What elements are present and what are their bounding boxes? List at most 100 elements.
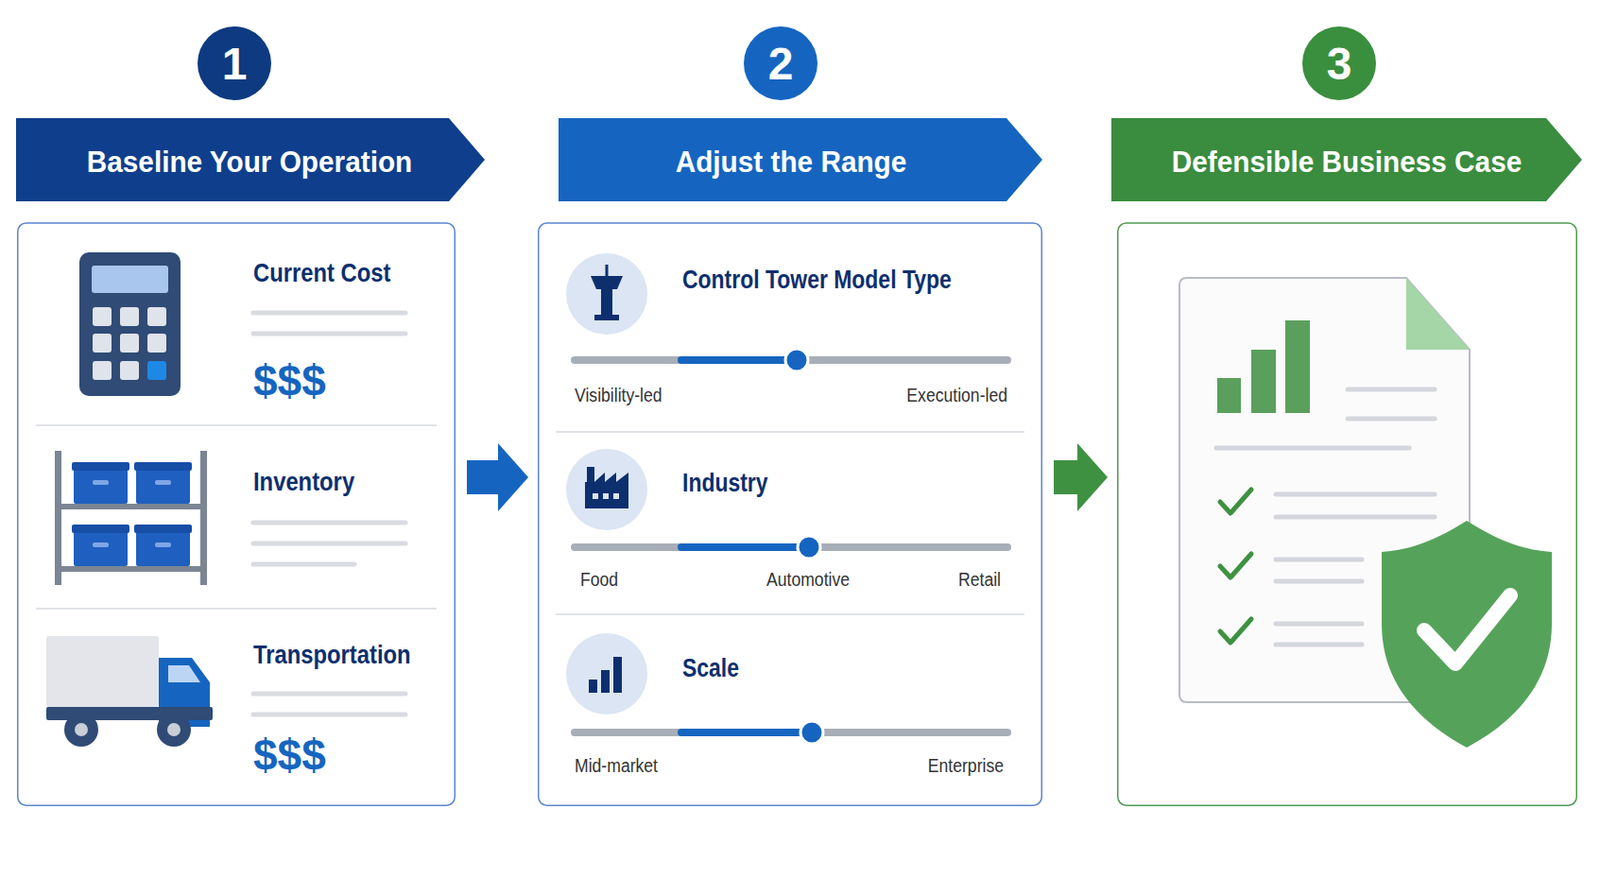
row-divider — [35, 607, 437, 610]
inventory-shelf-icon — [54, 450, 207, 585]
card-outline — [537, 118, 1043, 807]
placeholder-line — [253, 562, 355, 568]
flow-arrow — [466, 443, 529, 512]
icon-badge — [566, 448, 648, 531]
truck-cargo — [46, 636, 159, 707]
slider-label: Enterprise — [928, 756, 1004, 775]
placeholder-line — [1275, 642, 1362, 648]
calculator-screen — [91, 265, 169, 293]
bin-rim — [71, 462, 130, 471]
factory-chimney — [586, 466, 595, 484]
document-fold — [1406, 277, 1470, 350]
row-title: Transportation — [253, 641, 412, 669]
factory-window — [592, 493, 599, 499]
slider-fill — [681, 543, 809, 551]
business-case-illustration — [1179, 277, 1552, 748]
bin-rim — [134, 462, 192, 471]
placeholder-line — [253, 520, 406, 526]
tower-antenna — [605, 264, 609, 276]
slider-row: IndustryFoodAutomotiveRetail — [537, 431, 1043, 615]
placeholder-line — [253, 541, 406, 547]
slider-label: Retail — [958, 569, 1001, 589]
storage-bin — [134, 524, 192, 567]
row-title: Control Tower Model Type — [682, 267, 952, 293]
chart-bar — [1251, 349, 1276, 413]
scale-bar — [613, 656, 622, 693]
slider-track — [574, 543, 1008, 551]
range-icons — [566, 253, 648, 715]
slider-knob — [797, 535, 821, 559]
row-divider — [555, 613, 1025, 616]
cost-indicator: $$$ — [253, 733, 327, 777]
factory-window — [613, 493, 620, 499]
bin-body — [73, 530, 128, 567]
wheel-hub — [74, 722, 88, 737]
truck-icon — [46, 636, 213, 747]
factory-window — [602, 493, 609, 499]
check-mark — [1220, 489, 1252, 514]
calculator-key — [92, 307, 112, 327]
scale-bar — [588, 679, 598, 693]
placeholder-line — [1275, 579, 1362, 585]
slider-label: Food — [580, 569, 619, 589]
shield-check — [1424, 595, 1511, 664]
slider-track — [574, 728, 1008, 737]
storage-bin — [134, 462, 192, 504]
wheel-hub — [167, 722, 181, 737]
tower-cab — [590, 275, 623, 290]
slider-track — [574, 356, 1008, 364]
slider-fill — [681, 728, 812, 737]
step-number: 2 — [768, 41, 794, 87]
step-banner — [1111, 118, 1583, 202]
slider-row: ScaleMid-marketEnterprise — [537, 614, 1043, 807]
row-title: Inventory — [253, 468, 355, 496]
card-outline — [1117, 118, 1578, 807]
baseline-row: Inventory — [17, 425, 456, 609]
slider-label: Visibility-led — [574, 385, 663, 405]
truck-window — [168, 665, 201, 683]
slider-label: Mid-market — [574, 756, 658, 775]
calculator-key — [120, 361, 139, 380]
chart-bar — [1217, 378, 1241, 413]
placeholder-line — [1275, 492, 1435, 498]
step-number: 3 — [1326, 41, 1353, 87]
sliders — [574, 348, 1008, 744]
truck-chassis — [46, 706, 213, 721]
placeholder-line — [1275, 515, 1435, 520]
truck-wheel — [156, 712, 191, 747]
row-title: Industry — [682, 470, 769, 497]
placeholder-line — [253, 712, 406, 718]
shelf-upright — [54, 450, 62, 585]
icon-badge — [566, 633, 648, 715]
slider-row: Control Tower Model TypeVisibility-ledEx… — [537, 223, 1043, 432]
shield — [1381, 520, 1552, 748]
step-banner-title: Defensible Business Case — [1171, 146, 1523, 177]
step-number: 1 — [222, 41, 248, 87]
storage-bin — [71, 524, 130, 567]
bin-rim — [71, 524, 130, 534]
truck-wheel — [64, 712, 99, 747]
placeholder-line — [1275, 557, 1362, 563]
shelf-board — [54, 566, 207, 572]
step-number-circle: 1 — [197, 26, 272, 101]
placeholder-line — [1216, 446, 1410, 451]
document-lines — [1216, 389, 1435, 645]
calculator-key — [147, 361, 167, 380]
baseline-row: Current Cost$$$ — [17, 223, 456, 426]
placeholder-line — [1275, 621, 1362, 627]
truck-cab — [158, 657, 210, 727]
row-title: Current Cost — [253, 259, 391, 287]
bin-body — [136, 530, 190, 567]
baseline-row: Transportation $$$ — [17, 608, 456, 807]
placeholder-lines — [253, 312, 406, 715]
bin-body — [136, 467, 190, 504]
placeholder-line — [1347, 416, 1435, 422]
bin-handle — [92, 542, 109, 548]
calculator-key — [147, 333, 167, 353]
step-banner-title: Adjust the Range — [675, 146, 908, 177]
step-circle — [1302, 26, 1377, 101]
icon-badge — [566, 253, 648, 335]
shelf-upright — [200, 450, 207, 585]
flow-arrow — [1053, 443, 1108, 512]
step-circle — [743, 26, 818, 101]
